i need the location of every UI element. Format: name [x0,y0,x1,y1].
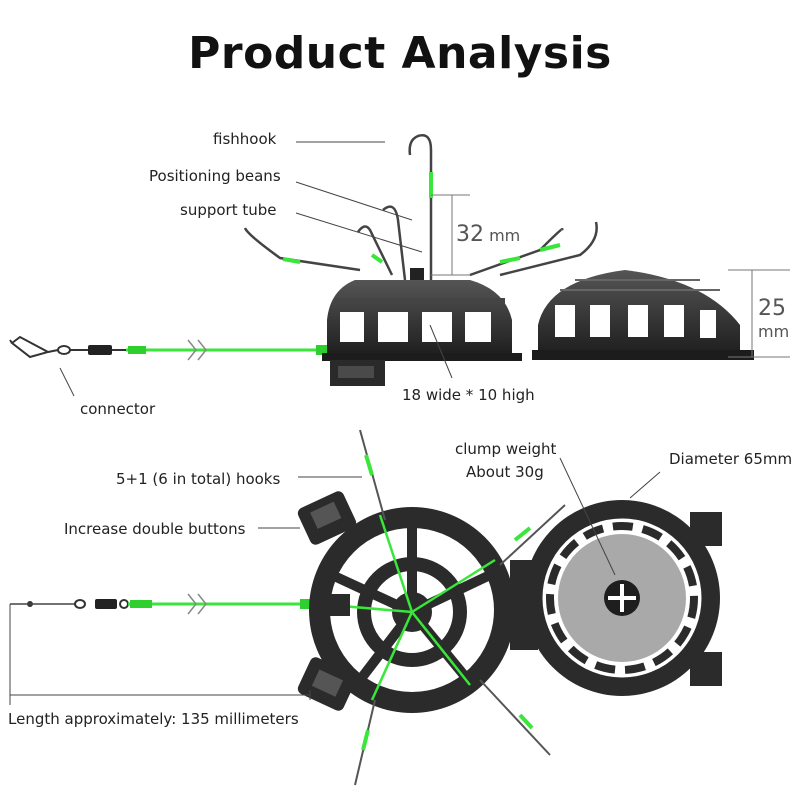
label-support-tube: support tube [180,201,277,219]
label-hooks: 5+1 (6 in total) hooks [116,470,281,488]
label-length: Length approximately: 135 millimeters [8,710,299,728]
side-hook-tubes [282,172,561,264]
hook-height-unit: mm [489,226,521,245]
top-hook-tubes [361,454,534,751]
cage-height-unit: mm [758,322,790,341]
label-double-buttons: Increase double buttons [64,520,246,538]
top-callouts [9,457,661,705]
top-leader-line [10,593,320,615]
hook-height-label: 32 mm [456,222,520,247]
side-cage-left [322,268,522,386]
label-fishhook: fishhook [213,130,277,148]
label-positioning-beans: Positioning beans [149,167,281,185]
side-callouts [59,141,453,397]
label-diameter: Diameter 65mm [669,450,793,468]
label-clump-weight: clump weight [455,440,557,458]
label-connector: connector [80,400,156,418]
page-title: Product Analysis [188,28,612,79]
side-cage-right [532,270,754,360]
hook-height-dimension [431,194,470,276]
top-cage-left [297,491,515,713]
side-view [9,134,790,397]
label-size-note: 18 wide * 10 high [402,386,535,404]
label-clump-weight-mass: About 30g [466,463,544,481]
top-view [9,429,722,786]
side-hooks [243,134,598,281]
cage-height-dimension [728,269,790,358]
hook-height-value: 32 [456,222,484,247]
side-leader-line [9,335,330,361]
cage-height-value: 25 [758,296,786,321]
top-cage-right [524,500,722,696]
